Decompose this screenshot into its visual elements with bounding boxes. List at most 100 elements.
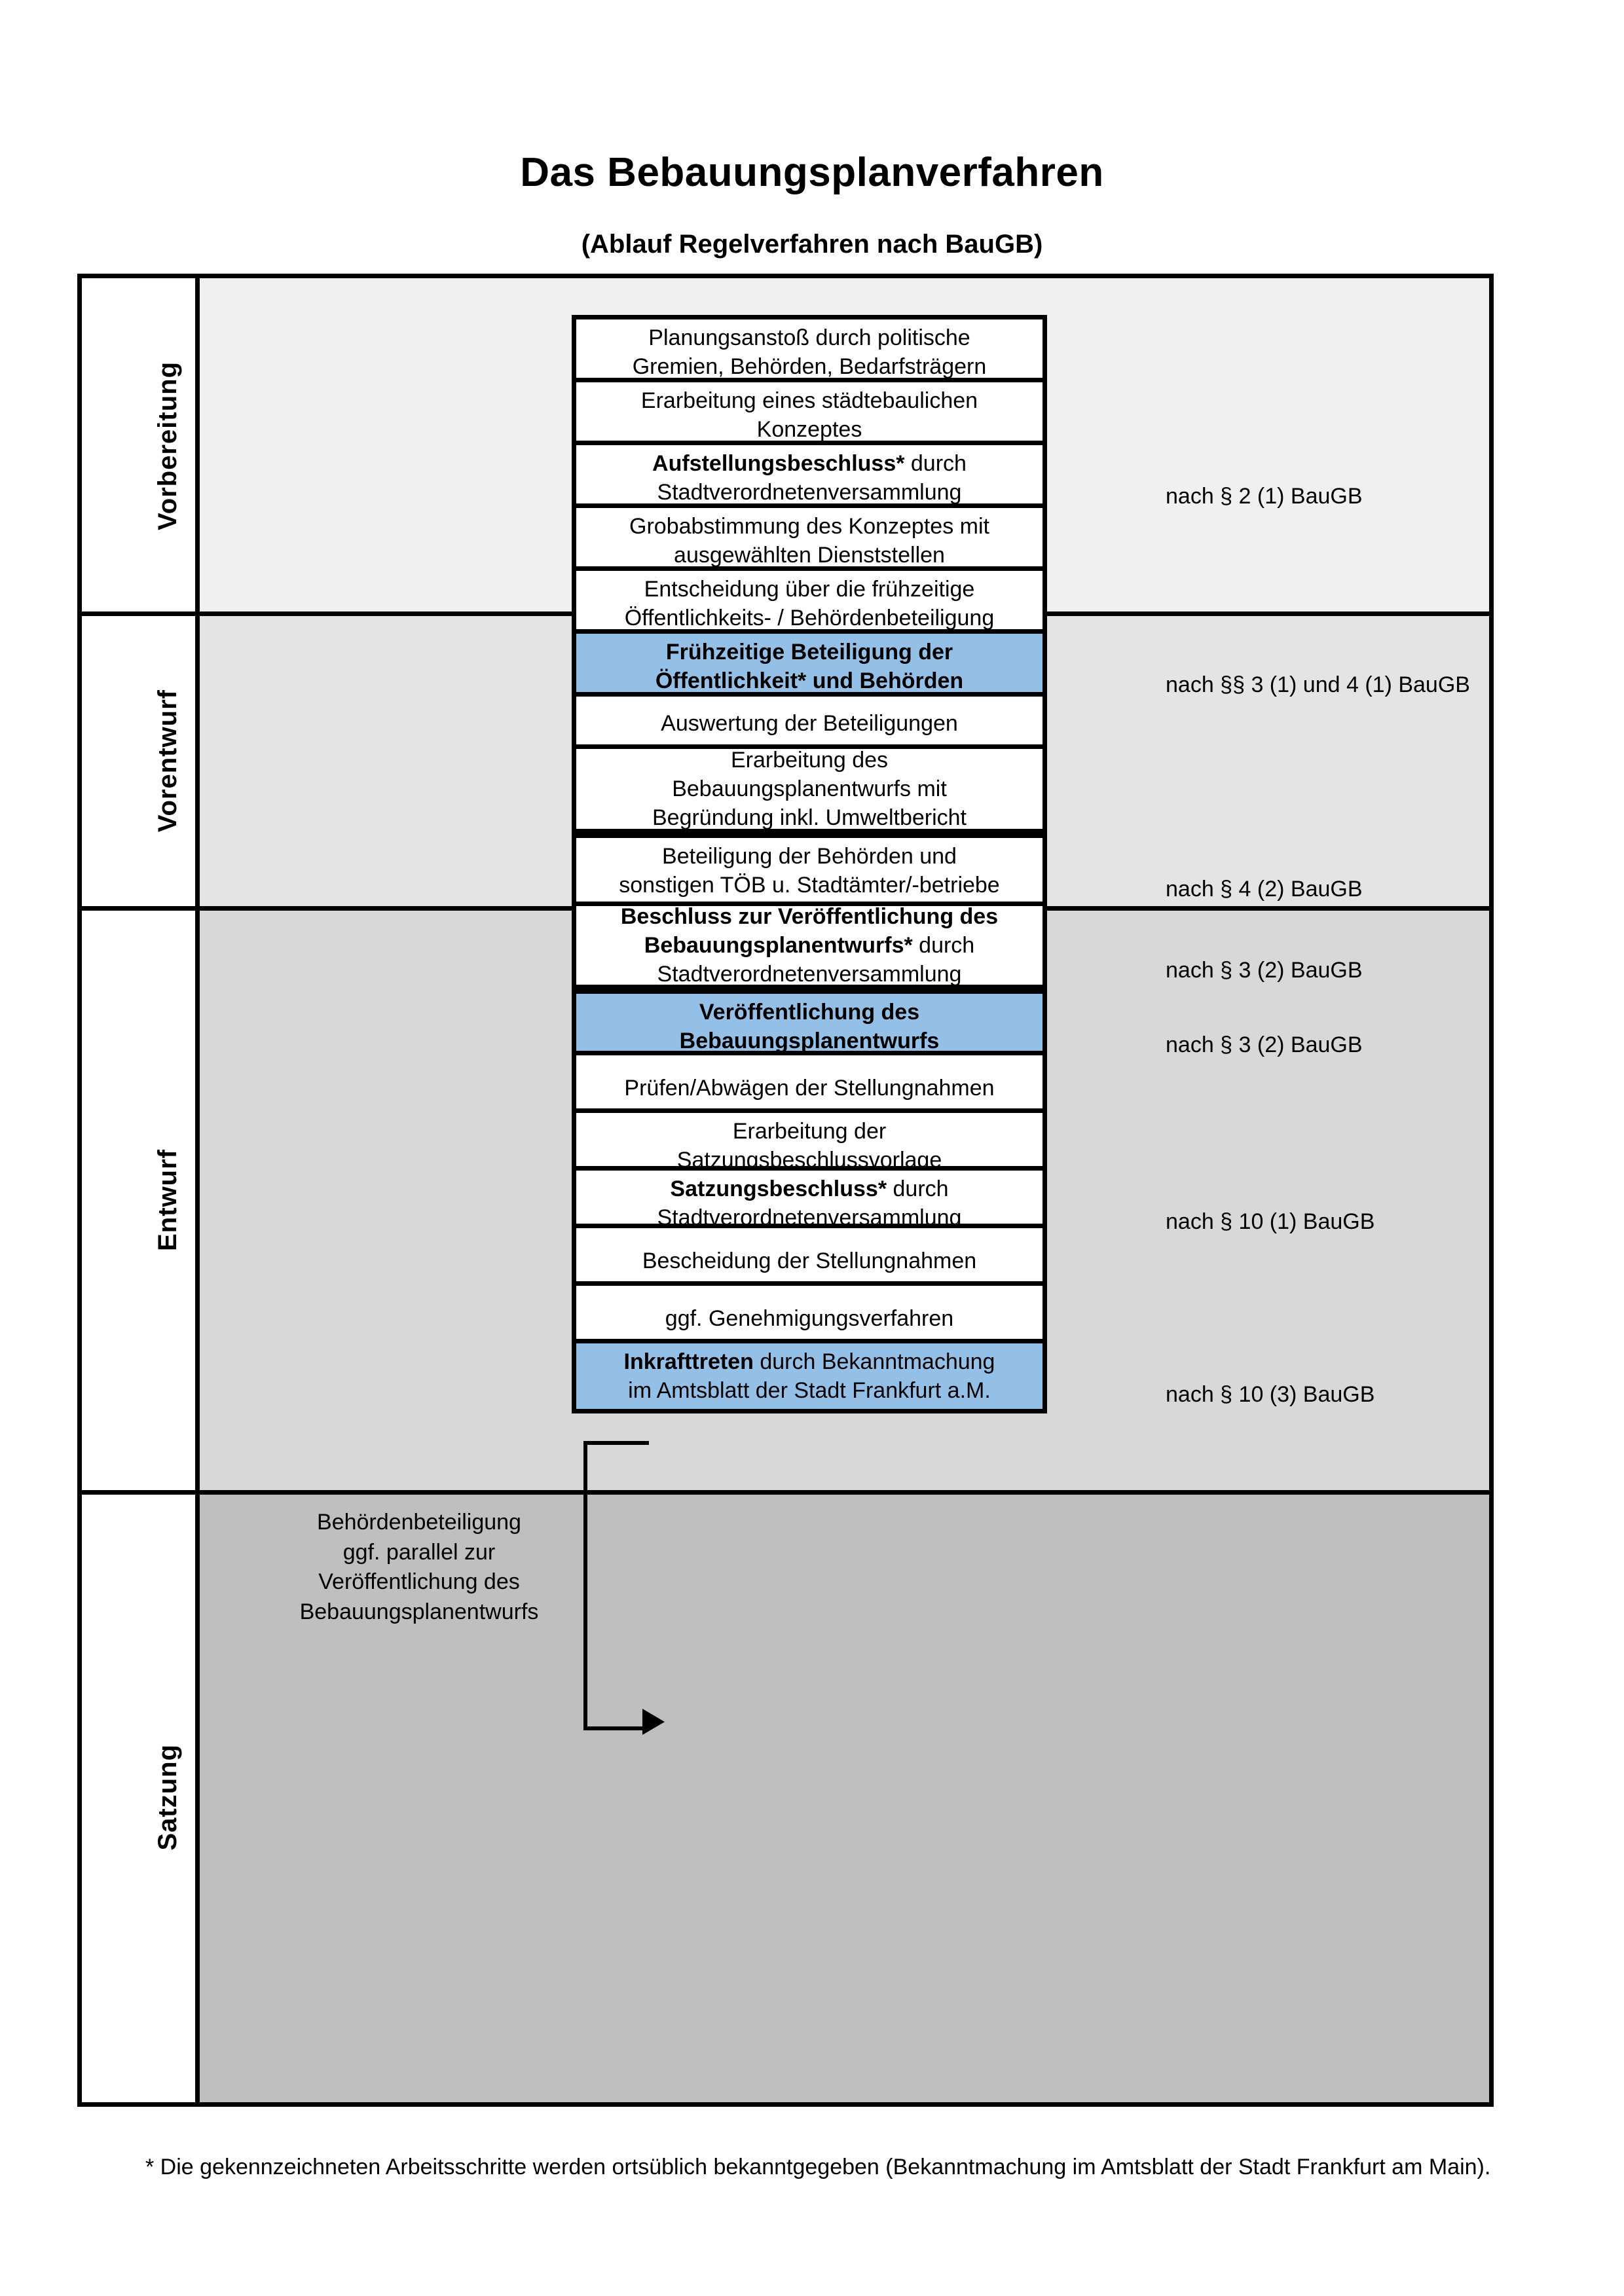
side-note-line: Veröffentlichung des — [318, 1569, 520, 1595]
normal-text: durch — [904, 450, 967, 476]
process-step-line: Frühzeitige Beteiligung der — [655, 638, 963, 666]
process-step-line: Stadtverordnetenversammlung — [652, 478, 967, 507]
side-note-line: ggf. parallel zur — [342, 1539, 496, 1565]
page-title: Das Bebauungsplanverfahren — [520, 149, 1104, 195]
process-step-label: Auswertung der Beteiligungen — [661, 709, 958, 738]
process-step-line: Satzungsbeschluss* durch — [657, 1175, 962, 1203]
emphasis-text: Frühzeitige Beteiligung der — [665, 639, 953, 665]
process-step-line: Inkrafttreten durch Bekanntmachung — [624, 1347, 995, 1376]
law-reference-satzungsbeschluss: nach § 10 (1) BauGB — [1166, 1209, 1375, 1234]
process-step-line: Erarbeitung eines städtebaulichen — [641, 386, 978, 415]
process-step-line: Bescheidung der Stellungnahmen — [642, 1247, 976, 1275]
process-step-line: Öffentlichkeits- / Behördenbeteiligung — [625, 604, 995, 632]
phase-label-text: Satzung — [153, 1743, 182, 1851]
normal-text: Beteiligung der Behörden und — [662, 843, 957, 869]
normal-text: Bebauungsplanentwurfs mit — [672, 776, 947, 801]
normal-text: Gremien, Behörden, Bedarfsträgern — [632, 354, 987, 379]
process-step-label: Prüfen/Abwägen der Stellungnahmen — [624, 1074, 994, 1102]
phase-band-satzung: Satzung — [141, 1492, 1489, 2102]
normal-text: ausgewählten Dienststellen — [674, 543, 945, 568]
emphasis-text: Satzungsbeschluss* — [670, 1176, 887, 1201]
normal-text: Erarbeitung des — [730, 747, 889, 773]
process-step-line: Prüfen/Abwägen der Stellungnahmen — [624, 1074, 994, 1102]
process-step-line: Beschluss zur Veröffentlichung des — [621, 902, 998, 931]
page-subtitle: (Ablauf Regelverfahren nach BauGB) — [581, 230, 1043, 259]
process-step-line: ggf. Genehmigungsverfahren — [665, 1304, 953, 1333]
law-reference-inkrafttreten: nach § 10 (3) BauGB — [1166, 1382, 1375, 1407]
law-reference-veroeffentlichung: nach § 3 (2) BauGB — [1166, 1032, 1363, 1057]
process-step-line: ausgewählten Dienststellen — [629, 541, 989, 570]
process-step-line: Stadtverordnetenversammlung — [621, 960, 998, 989]
normal-text: Konzeptes — [756, 417, 862, 442]
footnote: * Die gekennzeichneten Arbeitsschritte w… — [145, 2155, 1491, 2179]
normal-text: ggf. Genehmigungsverfahren — [665, 1305, 954, 1331]
phase-label-text: Vorbereitung — [153, 361, 182, 530]
normal-text: Erarbeitung der — [732, 1118, 887, 1144]
phase-label-entwurf: Entwurf — [141, 908, 200, 1492]
normal-text: durch Bekanntmachung — [753, 1349, 995, 1374]
normal-text: Planungsanstoß durch politische — [648, 325, 970, 350]
emphasis-text: Inkrafttreten — [623, 1349, 754, 1374]
emphasis-text: Öffentlichkeit* und Behörden — [655, 668, 964, 693]
side-note-line: Behördenbeteiligung — [317, 1510, 521, 1535]
law-reference-beteiligung-behoerden: nach § 4 (2) BauGB — [1166, 877, 1363, 902]
process-step-line: Bebauungsplanentwurfs* durch — [621, 931, 998, 960]
side-note-line: Bebauungsplanentwurfs — [299, 1599, 539, 1624]
normal-text: Stadtverordnetenversammlung — [657, 480, 962, 505]
phase-label-text: Vorentwurf — [153, 689, 182, 833]
process-step-beteiligung-behoerden: Beteiligung der Behörden und sonstigen TÖ… — [572, 833, 1047, 908]
process-step-line: Erarbeitung der — [677, 1117, 942, 1146]
normal-text: Auswertung der Beteiligungen — [661, 710, 958, 736]
law-reference-fruehzeitige-beteiligung: nach §§ 3 (1) und 4 (1) BauGB — [1166, 672, 1470, 697]
feedback-connector-line — [583, 1441, 649, 1730]
process-step-line: Auswertung der Beteiligungen — [661, 709, 958, 738]
emphasis-text: Veröffentlichung des — [699, 999, 920, 1025]
normal-text: im Amtsblatt der Stadt Frankfurt a.M. — [628, 1378, 991, 1403]
normal-text: Begründung inkl. Umweltbericht — [652, 805, 967, 831]
feedback-arrow-icon — [642, 1709, 665, 1735]
process-step-line: Entscheidung über die frühzeitige — [625, 575, 995, 604]
emphasis-text: Bebauungsplanentwurfs — [679, 1029, 940, 1053]
process-step-line: Bebauungsplanentwurfs — [680, 1027, 940, 1055]
emphasis-text: Beschluss zur Veröffentlichung des — [620, 903, 999, 929]
process-step-line: Veröffentlichung des — [680, 998, 940, 1027]
normal-text: durch — [887, 1176, 949, 1201]
process-step-label: Beteiligung der Behörden und sonstigen TÖ… — [619, 842, 999, 900]
process-step-label: Grobabstimmung des Konzeptes mit ausgewäh… — [629, 512, 989, 570]
process-step-line: Öffentlichkeit* und Behörden — [655, 666, 963, 695]
normal-text: Stadtverordnetenversammlung — [657, 962, 962, 987]
phase-label-vorentwurf: Vorentwurf — [141, 613, 200, 908]
law-reference-beschluss-veroeffentlichung: nach § 3 (2) BauGB — [1166, 958, 1363, 983]
process-step-label: ggf. Genehmigungsverfahren — [665, 1304, 953, 1333]
process-step-line: sonstigen TÖB u. Stadtämter/-betriebe — [619, 871, 999, 900]
process-step-line: Konzeptes — [641, 415, 978, 444]
process-step-line: Begründung inkl. Umweltbericht — [652, 803, 967, 832]
process-step-line: im Amtsblatt der Stadt Frankfurt a.M. — [624, 1376, 995, 1405]
process-step-line: Planungsanstoß durch politische — [633, 323, 987, 352]
normal-text: Bescheidung der Stellungnahmen — [642, 1248, 977, 1273]
normal-text: sonstigen TÖB u. Stadtämter/-betriebe — [619, 873, 1000, 898]
process-step-line: Beteiligung der Behörden und — [619, 842, 999, 871]
emphasis-text: Bebauungsplanentwurfs* — [644, 932, 913, 958]
process-step-line: Grobabstimmung des Konzeptes mit — [629, 512, 989, 541]
normal-text: Entscheidung über die frühzeitige — [644, 576, 975, 602]
process-step-line: Aufstellungsbeschluss* durch — [652, 449, 967, 478]
emphasis-text: Aufstellungsbeschluss* — [652, 450, 905, 476]
normal-text: Grobabstimmung des Konzeptes mit — [629, 513, 989, 539]
process-step-line: Bebauungsplanentwurfs mit — [652, 774, 967, 803]
phase-label-vorbereitung: Vorbereitung — [141, 278, 200, 613]
normal-text: Erarbeitung eines städtebaulichen — [640, 388, 978, 413]
